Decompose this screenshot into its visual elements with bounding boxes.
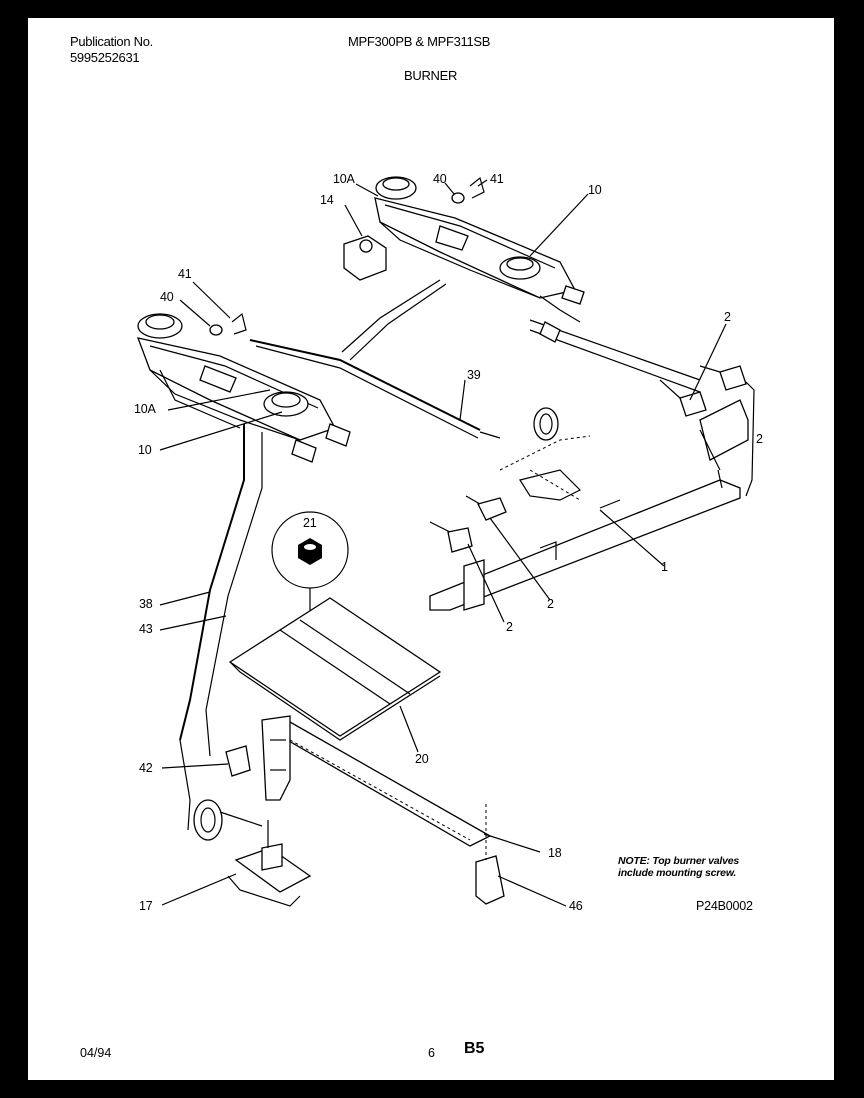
publication-label: Publication No. [70, 34, 153, 49]
callout-10-top: 10 [588, 183, 602, 197]
footer-page-number: 6 [428, 1046, 435, 1060]
oven-bracket [475, 804, 505, 905]
callout-2-right-top: 2 [724, 310, 731, 324]
callout-2-bracket: 2 [756, 432, 763, 446]
callout-41-left: 41 [178, 267, 192, 281]
callout-40-left: 40 [160, 290, 174, 304]
drawing-code: P24B0002 [696, 899, 753, 913]
manifold-tubes [249, 279, 701, 439]
thermostat-coil [499, 407, 591, 501]
model-numbers: MPF300PB & MPF311SB [348, 34, 491, 49]
publication-number: 5995252631 [70, 50, 140, 65]
callout-42: 42 [139, 761, 153, 775]
callout-40-top: 40 [433, 172, 447, 186]
footer-date: 04/94 [80, 1046, 112, 1060]
oven-baffle [228, 597, 442, 741]
left-burner-assembly [136, 312, 351, 463]
footer-page-code: B5 [464, 1040, 485, 1057]
callout-2-low: 2 [506, 620, 513, 634]
callout-10a-top: 10A [333, 172, 355, 186]
callout-43: 43 [139, 622, 153, 636]
front-manifold-pipe [429, 399, 749, 611]
callout-10a-left: 10A [134, 402, 156, 416]
callout-39: 39 [467, 368, 481, 382]
callout-14: 14 [320, 193, 334, 207]
callout-20: 20 [415, 752, 429, 766]
callout-18: 18 [548, 846, 562, 860]
callout-leaders [159, 179, 755, 907]
callout-38: 38 [139, 597, 153, 611]
rear-burner-assembly [343, 176, 585, 323]
note-line-2: include mounting screw. [618, 867, 737, 879]
callout-17: 17 [139, 899, 153, 913]
oven-gas-tubing [179, 424, 263, 831]
callout-10-left: 10 [138, 443, 152, 457]
oven-safety-valve [193, 745, 312, 907]
note-line-1: NOTE: Top burner valves [618, 855, 740, 867]
section-title: BURNER [404, 68, 458, 83]
diagram-sheet [28, 18, 834, 1080]
callout-41-top: 41 [490, 172, 504, 186]
oven-burner-tube [261, 715, 492, 847]
callout-1: 1 [661, 560, 668, 574]
callout-46: 46 [569, 899, 583, 913]
burner-valves [429, 365, 747, 553]
callout-21: 21 [303, 516, 317, 530]
callout-2-mid: 2 [547, 597, 554, 611]
